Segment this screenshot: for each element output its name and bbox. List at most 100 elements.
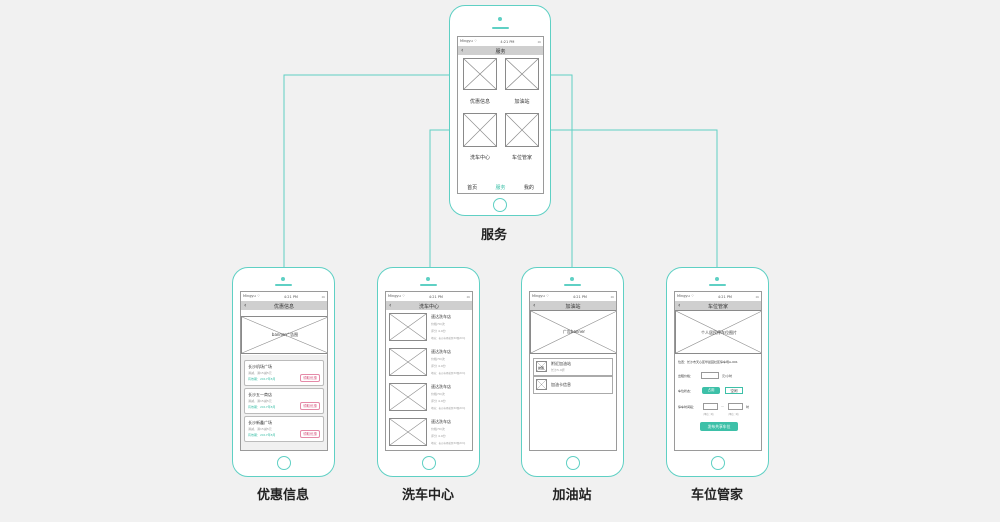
connector-parking bbox=[542, 129, 718, 268]
speaker-icon bbox=[275, 284, 292, 286]
caption-coupon: 优惠信息 bbox=[256, 488, 309, 503]
coupon-detail: 满减、满15减5元 bbox=[248, 371, 272, 375]
home-button[interactable] bbox=[493, 198, 507, 212]
coupon-card[interactable]: 长沙五一商店 满减、满15减5元 有效期：2017年8月 领取优惠 bbox=[244, 388, 324, 414]
claim-coupon-button[interactable]: 领取优惠 bbox=[300, 430, 320, 438]
clock: 4:21 PM bbox=[572, 294, 587, 299]
time-separator: 一 bbox=[721, 405, 725, 409]
tile-coupon-label[interactable]: 优惠信息 bbox=[469, 99, 490, 105]
tile-wash-image[interactable] bbox=[463, 113, 497, 147]
shop-thumbnail bbox=[389, 313, 427, 341]
carrier: Mingyu ⌔ bbox=[388, 294, 406, 298]
carrier: Mingyu ⌔ bbox=[532, 294, 550, 298]
banner-image[interactable]: 个人居民停车位图片 bbox=[675, 310, 761, 354]
coupon-store-name: 长沙新鑫广场 bbox=[248, 420, 272, 425]
clock: 4:21 PM bbox=[428, 294, 443, 299]
camera-icon bbox=[498, 17, 502, 21]
wash-shop-item[interactable]: 速达洗车店 价格70/次 评分 4.9分 地址：长沙市雨花区XX路XX号 bbox=[389, 348, 469, 379]
shop-name: 速达洗车店 bbox=[431, 314, 451, 319]
shop-rating: 评分 4.9分 bbox=[431, 329, 446, 333]
status-free-toggle[interactable]: 空闲 bbox=[725, 387, 743, 394]
page-title: 车位管家 bbox=[707, 303, 728, 310]
carrier: Mingyu ⌔ bbox=[243, 294, 261, 298]
tab-home[interactable]: 首页 bbox=[467, 184, 478, 191]
wash-shop-item[interactable]: 速达洗车店 价格70/次 评分 4.9分 地址：长沙市雨花区XX路XX号 bbox=[389, 383, 469, 414]
caption-gas: 加油站 bbox=[552, 488, 592, 503]
page-title: 加油站 bbox=[565, 303, 581, 310]
map-icon-label: 地图 bbox=[538, 365, 545, 370]
claim-coupon-button[interactable]: 领取优惠 bbox=[300, 402, 320, 410]
screen: Mingyu ⌔ 4:21 PM ▭ ‹ 服务 优惠信息 加油站 洗车中心 车位… bbox=[457, 36, 544, 194]
coupon-valid: 有效期：2017年8月 bbox=[248, 433, 276, 437]
battery-icon: ▭ bbox=[537, 39, 541, 44]
claim-coupon-button[interactable]: 领取优惠 bbox=[300, 374, 320, 382]
wash-shop-item[interactable]: 速达洗车店 价格70/次 评分 4.9分 地址：长沙市雨花区XX路XX号 bbox=[389, 313, 469, 344]
start-time-input[interactable] bbox=[703, 403, 718, 410]
back-arrow-icon[interactable]: ‹ bbox=[389, 302, 392, 309]
coupon-detail: 满减、满15减5元 bbox=[248, 427, 272, 431]
back-arrow-icon[interactable]: ‹ bbox=[678, 302, 681, 309]
shop-rating: 评分 4.9分 bbox=[431, 364, 446, 368]
page-title: 服务 bbox=[495, 48, 506, 55]
shop-thumbnail bbox=[389, 418, 427, 446]
speaker-icon bbox=[709, 284, 726, 286]
connector-coupon bbox=[283, 74, 458, 268]
banner-image[interactable]: banner广告图 bbox=[241, 316, 327, 354]
coupon-valid: 有效期：2017年8月 bbox=[248, 377, 276, 381]
banner-label: banner广告图 bbox=[271, 332, 299, 337]
gas-card-row[interactable]: 加油卡信息 bbox=[533, 376, 613, 394]
clock: 4:21 PM bbox=[283, 294, 298, 299]
tile-parking-image[interactable] bbox=[505, 113, 539, 147]
status-occupied-toggle[interactable]: 占用 bbox=[702, 387, 720, 394]
tile-wash-label[interactable]: 洗车中心 bbox=[469, 155, 490, 161]
nearby-gas-row[interactable]: 地图 附近加油站 长沙5.9折 bbox=[533, 358, 613, 376]
home-button[interactable] bbox=[422, 456, 436, 470]
shop-name: 速达洗车店 bbox=[431, 349, 451, 354]
row-label: 加油卡信息 bbox=[551, 382, 571, 387]
wash-shop-item[interactable]: 速达洗车店 价格70/次 评分 4.9分 地址：长沙市雨花区XX路XX号 bbox=[389, 418, 469, 449]
screen: Mingyu ⌔ 4:21 PM ▭ ‹ 加油站 广告banner 地图 附近加… bbox=[529, 291, 617, 451]
shop-price: 价格70/次 bbox=[431, 427, 445, 431]
shop-name: 速达洗车店 bbox=[431, 419, 451, 424]
speaker-icon bbox=[564, 284, 581, 286]
banner-image[interactable]: 广告banner bbox=[530, 310, 616, 354]
status-bar: Mingyu ⌔ 4:21 PM ▭ bbox=[530, 292, 616, 301]
wash-phone: Mingyu ⌔ 4:21 PM ▭ ‹ 洗车中心 速达洗车店 价格70/次 评… bbox=[377, 267, 480, 477]
shop-price: 价格70/次 bbox=[431, 392, 445, 396]
shop-thumbnail bbox=[389, 383, 427, 411]
banner-label: 广告banner bbox=[562, 329, 586, 334]
screen: Mingyu ⌔ 4:21 PM ▭ ‹ 优惠信息 banner广告图 长沙机场… bbox=[240, 291, 328, 451]
back-arrow-icon[interactable]: ‹ bbox=[461, 47, 464, 54]
page-title: 优惠信息 bbox=[273, 303, 294, 310]
home-button[interactable] bbox=[277, 456, 291, 470]
status-label: 车位状态： bbox=[678, 389, 694, 393]
price-input[interactable] bbox=[701, 372, 719, 379]
publish-parking-button[interactable]: 发布共享车位 bbox=[700, 422, 738, 431]
coupon-card[interactable]: 长沙机场广场 满减、满15减5元 有效期：2017年8月 领取优惠 bbox=[244, 360, 324, 386]
camera-icon bbox=[281, 277, 285, 281]
back-arrow-icon[interactable]: ‹ bbox=[244, 302, 247, 309]
caption-service: 服务 bbox=[480, 228, 507, 243]
home-button[interactable] bbox=[711, 456, 725, 470]
tile-gas-label[interactable]: 加油站 bbox=[514, 99, 530, 105]
tile-gas-image[interactable] bbox=[505, 58, 539, 90]
tile-coupon-image[interactable] bbox=[463, 58, 497, 90]
coupon-store-name: 长沙五一商店 bbox=[248, 392, 272, 397]
shop-address: 地址：长沙市雨花区XX路XX号 bbox=[431, 372, 466, 375]
coupon-card[interactable]: 长沙新鑫广场 满减、满15减5元 有效期：2017年8月 领取优惠 bbox=[244, 416, 324, 442]
start-time-hint: （单位：时） bbox=[702, 413, 716, 416]
back-arrow-icon[interactable]: ‹ bbox=[533, 302, 536, 309]
status-bar: Mingyu ⌔ 4:21 PM ▭ bbox=[675, 292, 761, 301]
row-label: 附近加油站 bbox=[551, 361, 571, 366]
tab-mine[interactable]: 我的 bbox=[523, 184, 534, 191]
price-label: 出租价格： bbox=[678, 374, 694, 378]
camera-icon bbox=[426, 277, 430, 281]
status-bar: Mingyu ⌔ 4:21 PM ▭ bbox=[386, 292, 472, 301]
time-label: 停车时间段： bbox=[678, 405, 697, 409]
end-time-input[interactable] bbox=[728, 403, 743, 410]
coupon-store-name: 长沙机场广场 bbox=[248, 364, 272, 369]
status-bar: Mingyu ⌔ 4:21 PM ▭ bbox=[458, 37, 543, 46]
tab-service[interactable]: 服务 bbox=[495, 184, 506, 191]
home-button[interactable] bbox=[566, 456, 580, 470]
tile-parking-label[interactable]: 车位管家 bbox=[511, 155, 532, 161]
